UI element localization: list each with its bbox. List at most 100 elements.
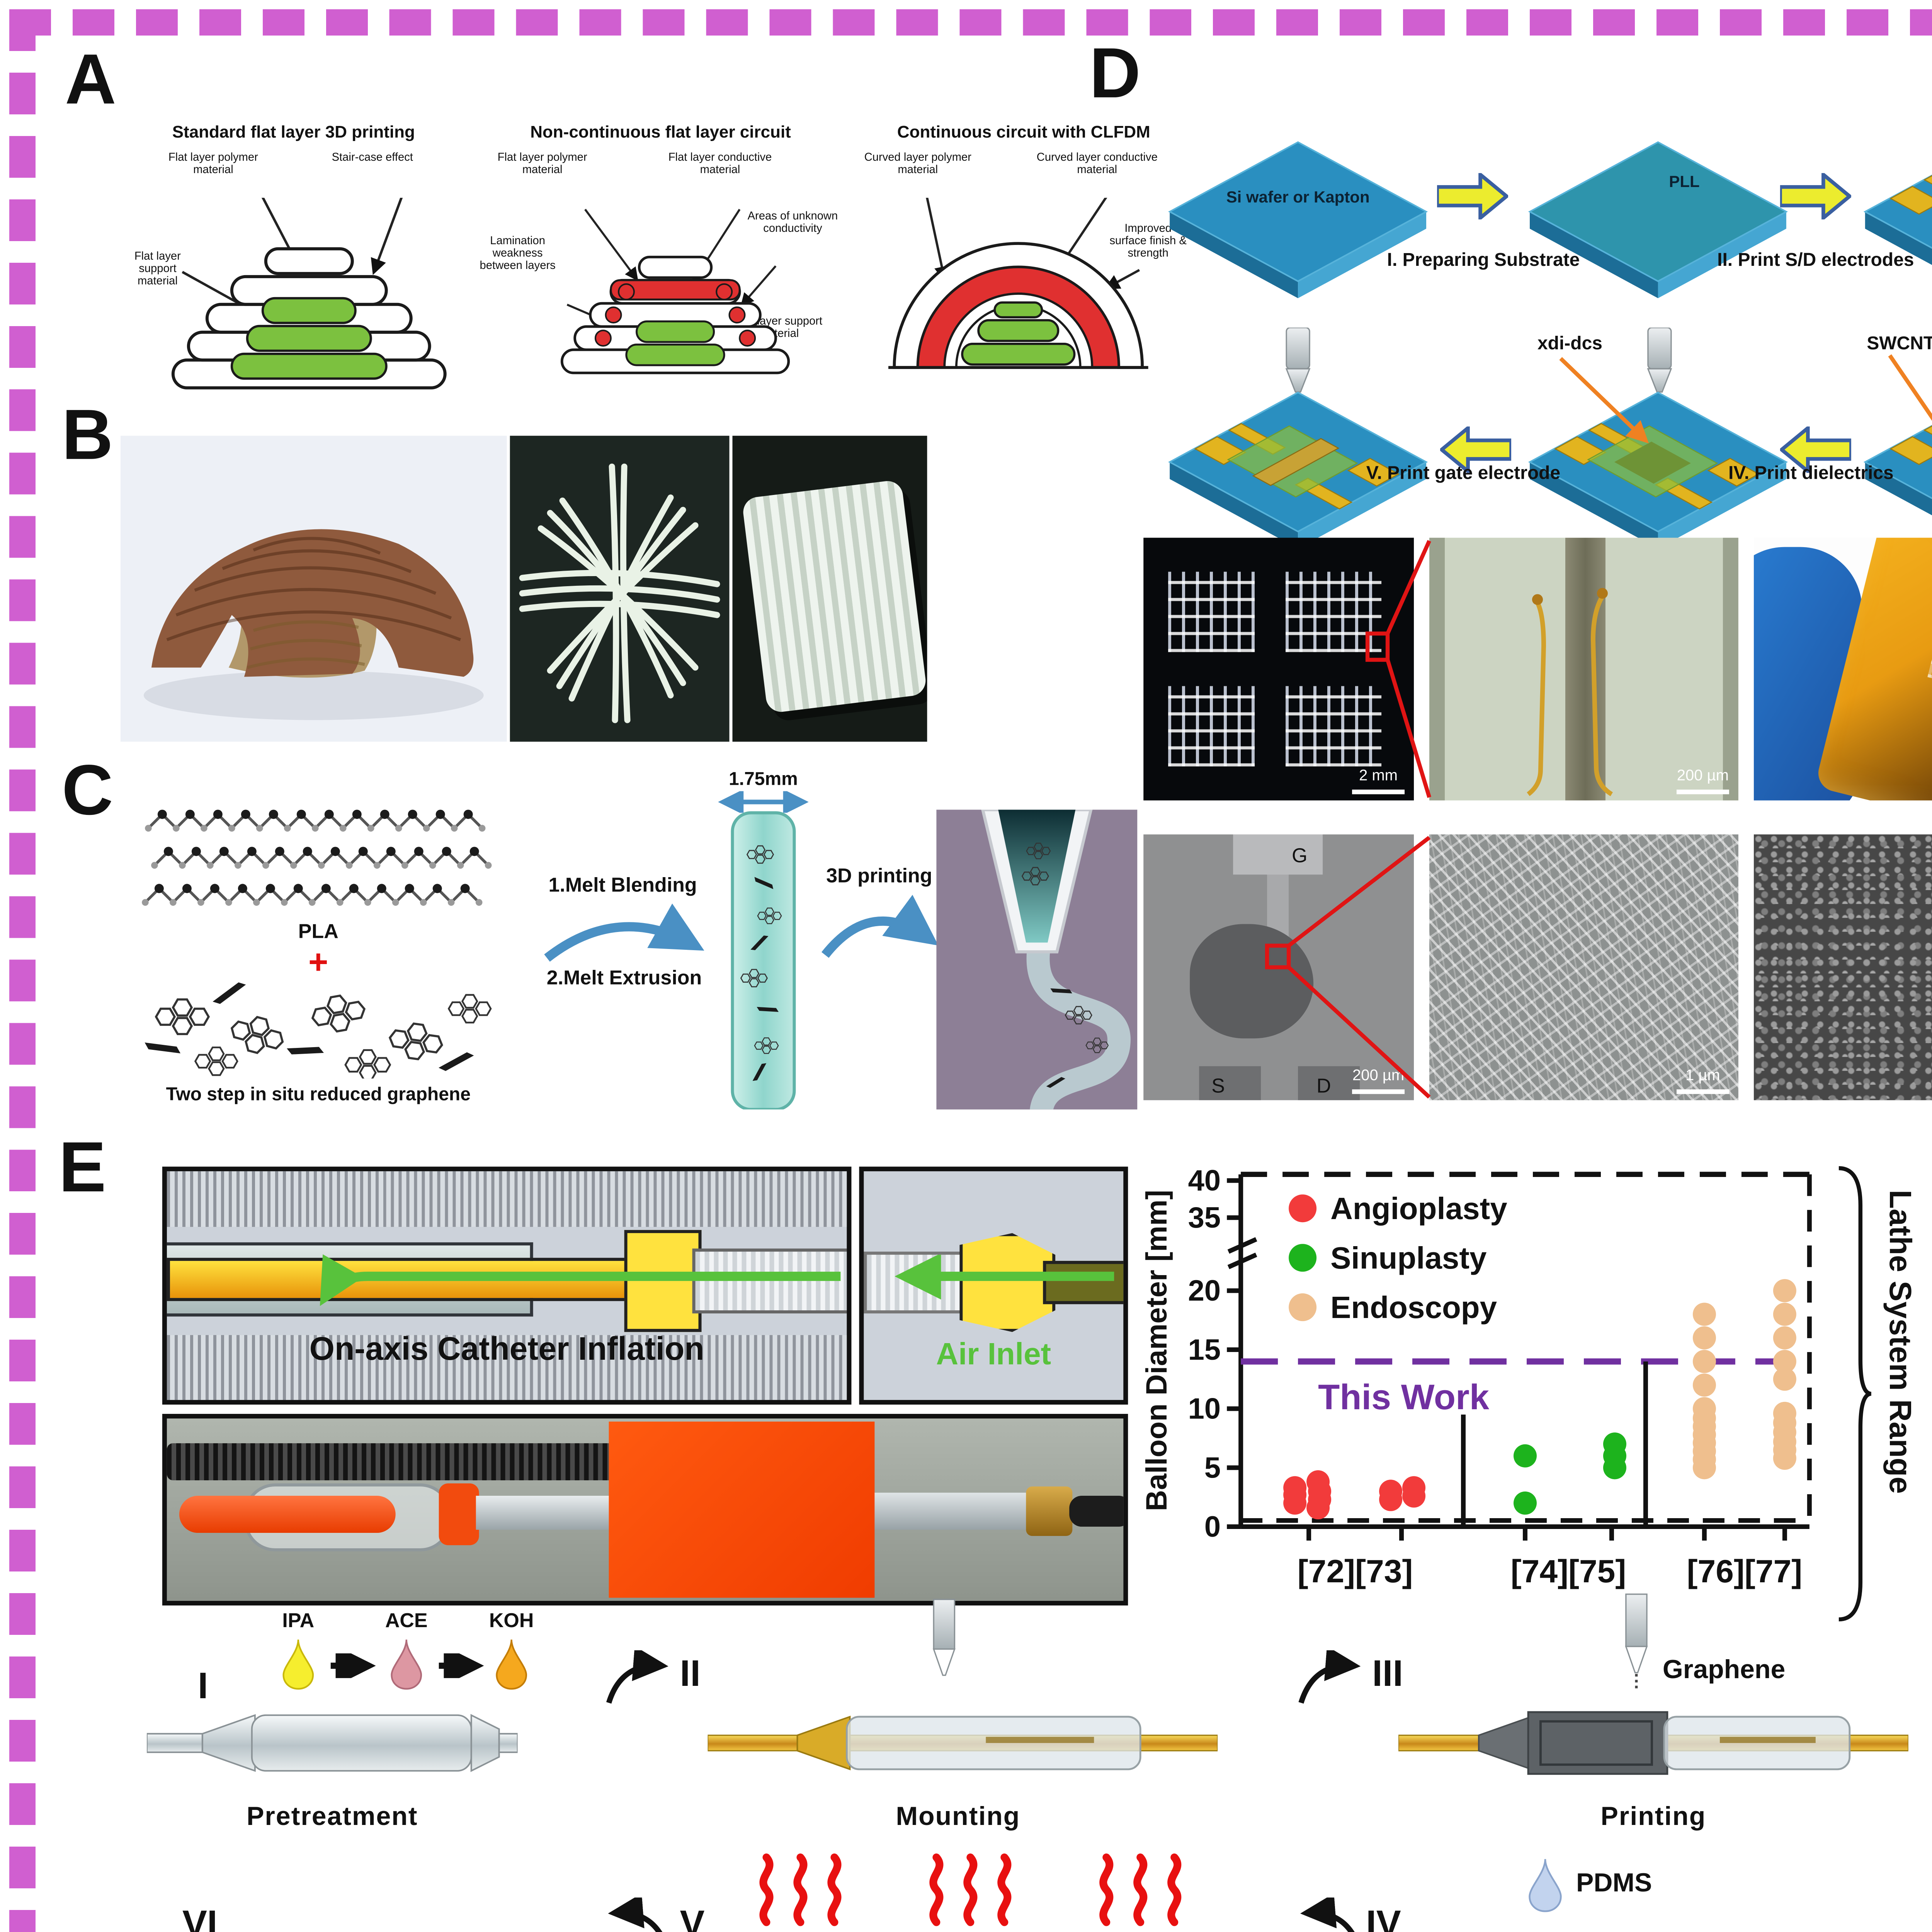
label-flat-support: Flat layer support material xyxy=(134,248,181,287)
sem-nanoparticles: 200 nm xyxy=(1753,834,1932,1100)
diagram-title: Continuous circuit with CLFDM xyxy=(897,123,1150,142)
scale-bar-200um: 200 µm xyxy=(1352,1068,1405,1094)
gold-traces xyxy=(1527,588,1613,796)
panel-c-label: C xyxy=(61,749,113,830)
dark-blob xyxy=(1190,924,1314,1039)
arch-drawing xyxy=(888,197,1148,369)
svg-text:10: 10 xyxy=(1188,1393,1221,1425)
scale-bar-1um: 1 µm xyxy=(1676,1068,1729,1094)
edge-band xyxy=(1429,537,1445,801)
svg-text:0: 0 xyxy=(1204,1510,1221,1543)
wafer-substrate xyxy=(1168,141,1428,298)
svg-text:15: 15 xyxy=(1188,1333,1221,1366)
dome-drawing xyxy=(143,529,484,720)
label-flat-conductive: Flat layer conductive material xyxy=(668,150,772,176)
graphene-caption: Two step in situ reduced graphene xyxy=(166,1083,471,1105)
edge-band xyxy=(1723,537,1738,801)
step-iii-name: Printing xyxy=(1600,1801,1706,1831)
panel-d-label: D xyxy=(1089,32,1141,113)
photo-electrode-micrograph: 200 µm xyxy=(1429,537,1738,801)
svg-text:20: 20 xyxy=(1188,1274,1221,1307)
panel-a-label: A xyxy=(65,38,116,119)
d-label: D xyxy=(1316,1074,1331,1097)
svg-text:Sinuplasty: Sinuplasty xyxy=(1330,1241,1487,1275)
ace-droplet-icon xyxy=(391,1639,422,1690)
wafer-cnt-channel xyxy=(1863,423,1932,515)
svg-text:Endoscopy: Endoscopy xyxy=(1330,1290,1497,1325)
photo-device-array: 2 mm xyxy=(1143,537,1414,801)
arrow-right-icon xyxy=(330,1653,376,1678)
panel-b-label: B xyxy=(61,394,113,474)
graphene-flakes-drawing xyxy=(143,980,501,1078)
step-vi-numeral: VI xyxy=(182,1903,218,1932)
melt-extrusion-label: 2.Melt Extrusion xyxy=(546,966,702,989)
mesh-patch xyxy=(741,479,927,714)
border-left xyxy=(9,9,36,1932)
catheter-step3 xyxy=(1398,1711,1908,1775)
array-block xyxy=(1286,571,1382,652)
svg-text:This Work: This Work xyxy=(1318,1378,1490,1417)
svg-text:Balloon Diameter [mm]: Balloon Diameter [mm] xyxy=(1140,1190,1173,1511)
step1-caption: I. Preparing Substrate xyxy=(1387,248,1580,270)
diagram-title: Standard flat layer 3D printing xyxy=(172,123,415,142)
curve-arrow-left xyxy=(608,1897,663,1932)
curve-arrow xyxy=(606,1650,668,1704)
sem-cnt-network: 1 µm xyxy=(1429,834,1738,1100)
diagram-title: Non-continuous flat layer circuit xyxy=(530,123,791,142)
svg-text:[74][75]: [74][75] xyxy=(1511,1553,1626,1589)
scale-bar-2mm: 2 mm xyxy=(1352,768,1405,794)
scale-bar-200um: 200 µm xyxy=(1676,768,1729,794)
diagram-standard-fdm: Standard flat layer 3D printing Flat lay… xyxy=(124,124,464,410)
brass-nut xyxy=(1026,1486,1073,1536)
filament-drawing xyxy=(731,811,796,1110)
graphene-label: Graphene xyxy=(1662,1655,1786,1684)
heat-squiggles xyxy=(745,1848,1209,1932)
inlet-tube xyxy=(1043,1261,1124,1304)
channel-band xyxy=(1565,537,1605,801)
koh-label: KOH xyxy=(489,1608,534,1632)
yellow-arrow-right xyxy=(1780,173,1851,219)
wafer-pll xyxy=(1528,141,1788,298)
label-curved-polymer: Curved layer polymer material xyxy=(864,150,972,176)
pdms-droplet-icon xyxy=(1529,1859,1562,1912)
step-ii-numeral: II xyxy=(680,1653,701,1695)
wafer1-text: Si wafer or Kapton xyxy=(1226,188,1370,207)
photo-printed-dome xyxy=(120,435,507,742)
pdms-label: PDMS xyxy=(1576,1868,1652,1898)
label-improved-finish: Improved surface finish & strength xyxy=(1109,221,1187,259)
diagram-noncontinuous-circuit: Non-continuous flat layer circuit Flat l… xyxy=(479,124,842,410)
printing-arrow xyxy=(821,895,939,958)
stack-drawing xyxy=(171,197,447,389)
air-flow-arrow xyxy=(320,1254,841,1306)
label-unknown-conductivity: Areas of unknown conductivity xyxy=(747,208,838,235)
air-arrow xyxy=(895,1255,1114,1300)
border-top xyxy=(9,9,1932,36)
g-label: G xyxy=(1292,844,1308,867)
label-lamination-weakness: Lamination weakness between layers xyxy=(480,233,556,272)
step-i-name: Pretreatment xyxy=(247,1801,418,1831)
catheter-step1 xyxy=(146,1714,518,1772)
svg-text:[72][73]: [72][73] xyxy=(1298,1553,1413,1589)
yellow-arrow-right xyxy=(1437,173,1508,219)
xdidcs-label: xdi-dcs xyxy=(1537,332,1602,354)
ipa-droplet-icon xyxy=(282,1639,314,1690)
threaded-rod-texture xyxy=(167,1171,847,1227)
koh-droplet-icon xyxy=(496,1639,527,1690)
label-curved-conductive: Curved layer conductive material xyxy=(1036,150,1158,176)
photo-mounted-catheter xyxy=(162,1414,1128,1605)
filament-diameter: 1.75mm xyxy=(729,768,798,790)
panel-e-label: E xyxy=(58,1126,106,1207)
arrow-right-icon xyxy=(439,1653,484,1678)
curve-arrow-left xyxy=(1300,1897,1355,1932)
threaded-rod-texture xyxy=(167,1335,847,1400)
catheter-title: On-axis Catheter Inflation xyxy=(309,1332,704,1368)
air-inlet-label: Air Inlet xyxy=(936,1338,1051,1372)
label-flat-polymer: Flat layer polymer material xyxy=(168,150,258,176)
array-block xyxy=(1286,686,1382,767)
orange-block xyxy=(609,1422,875,1598)
lathe-range-label: Lathe System Range xyxy=(1882,1190,1916,1494)
pla-label: PLA xyxy=(298,919,338,943)
yellow-fitting xyxy=(624,1230,702,1332)
step-iii-numeral: III xyxy=(1372,1653,1403,1695)
